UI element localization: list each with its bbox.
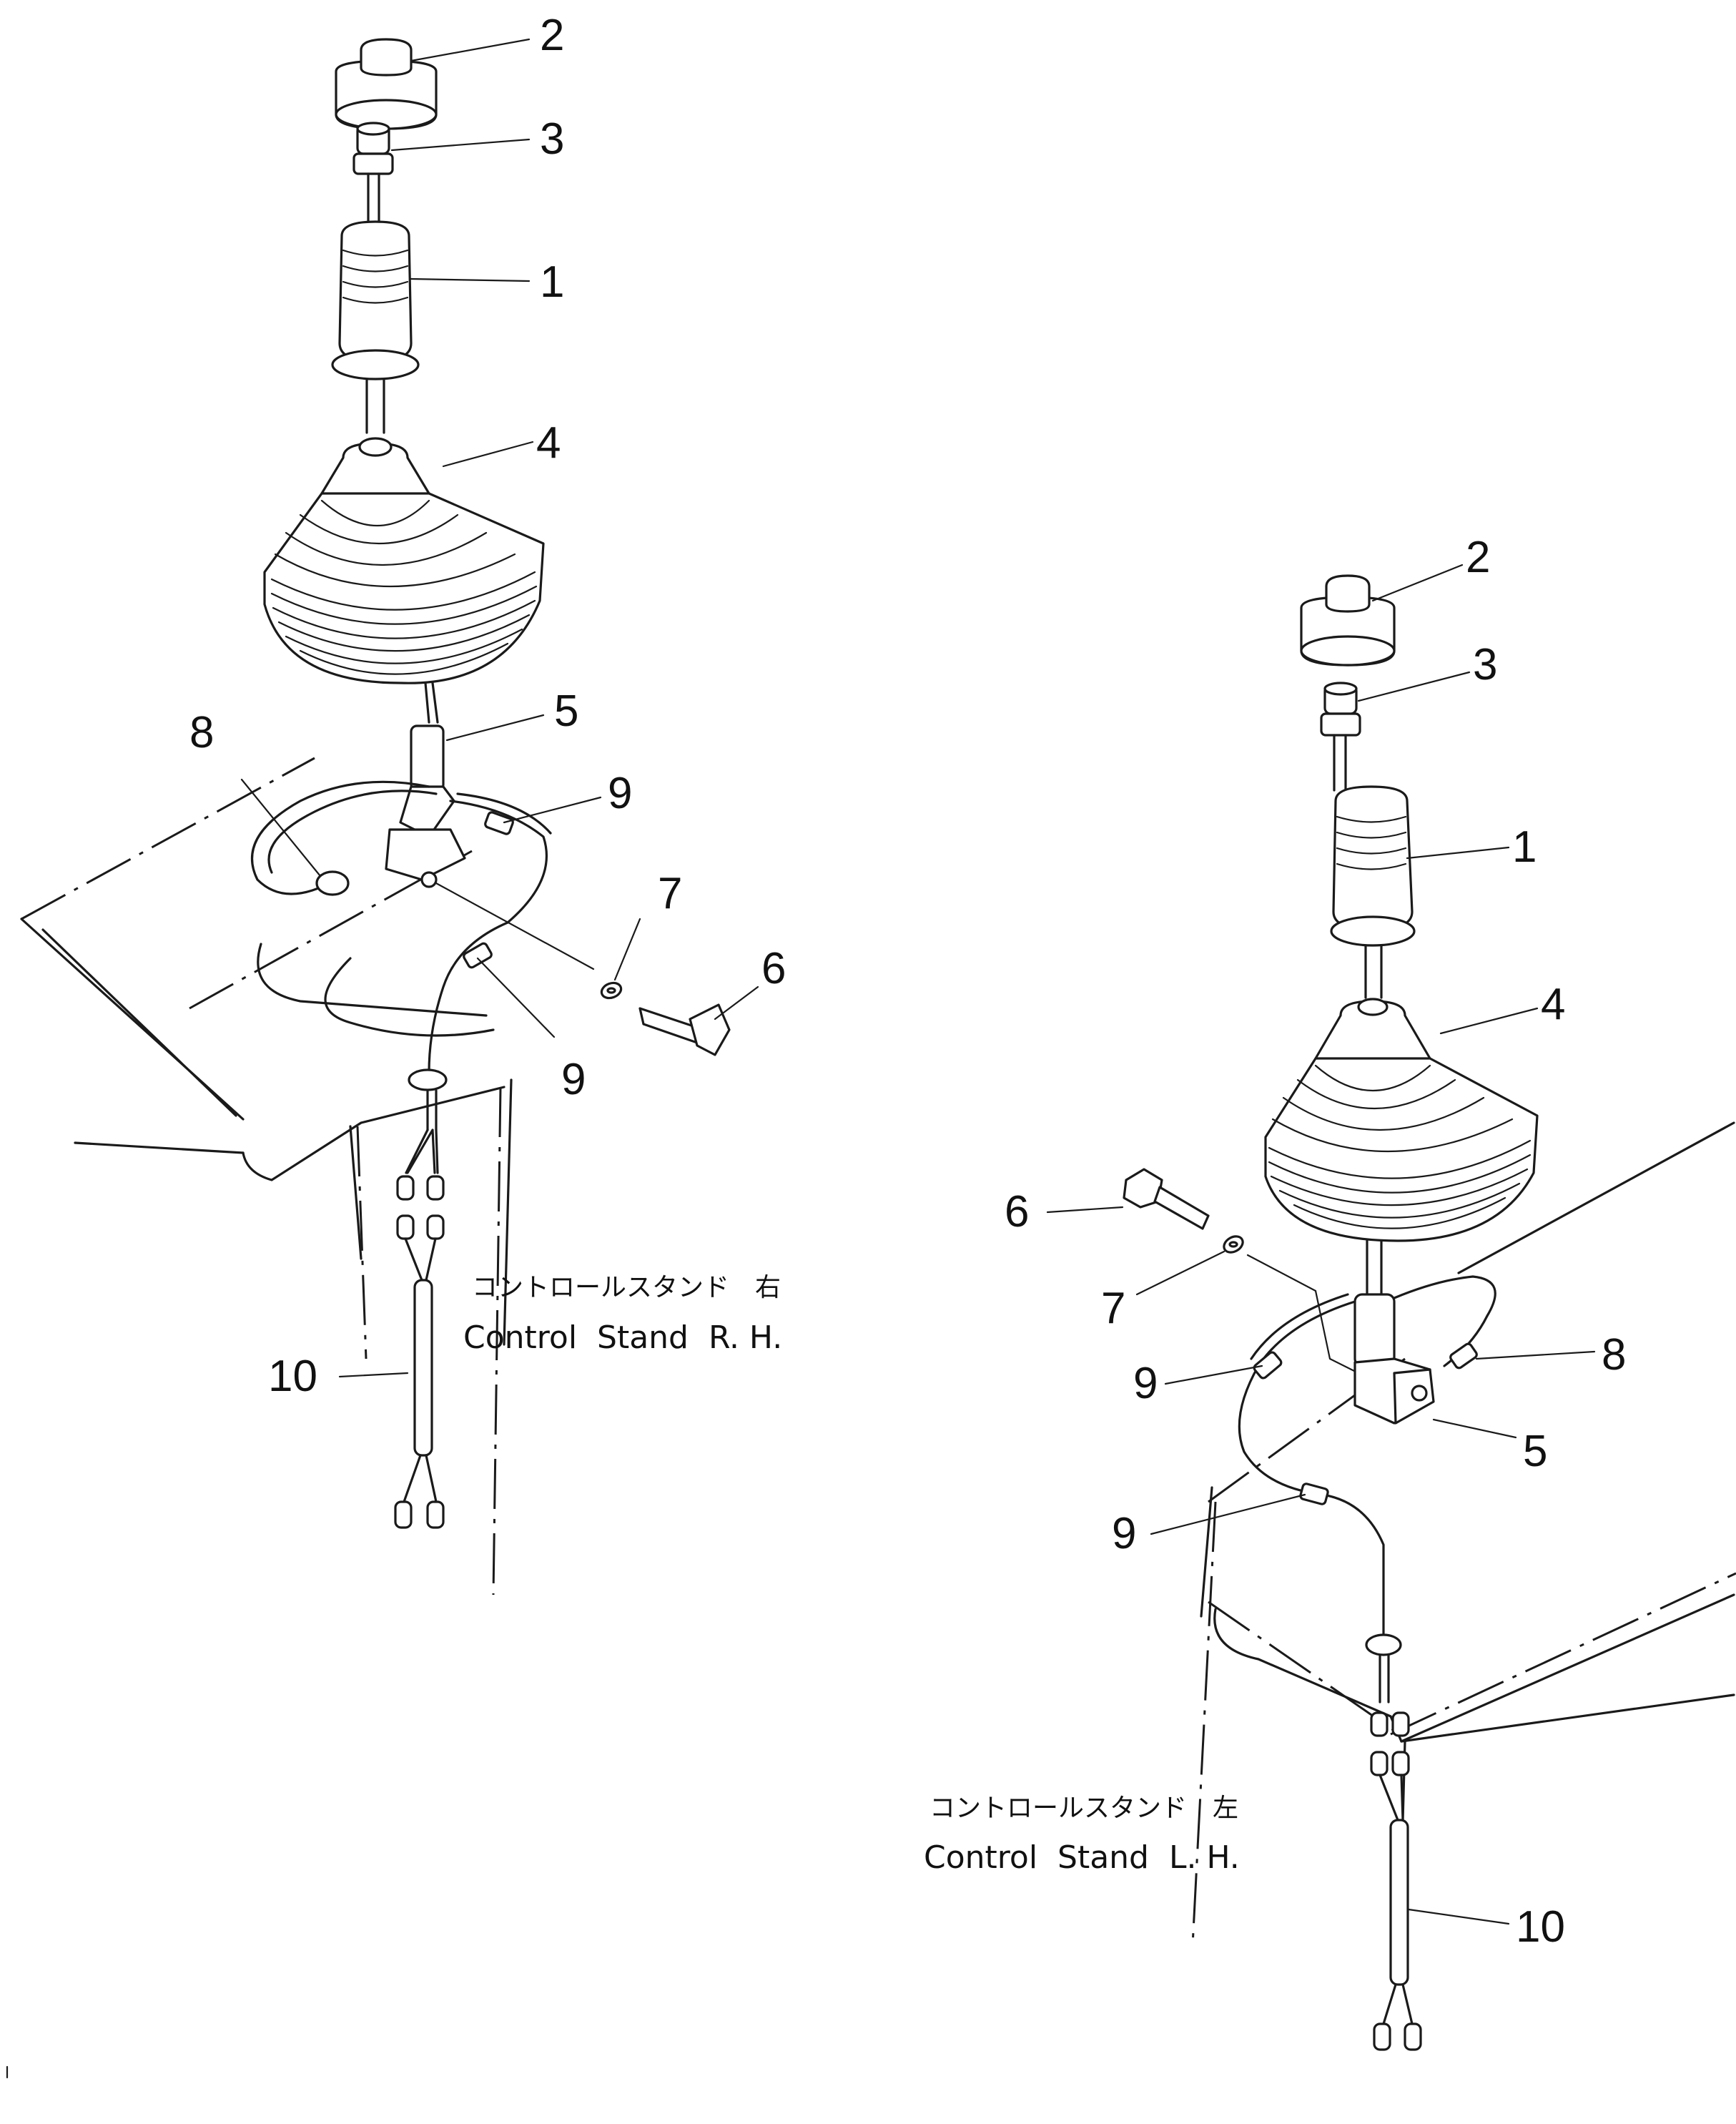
lh-part-5-lever-base [1353, 1239, 1435, 1425]
lh-console-outline [1191, 1121, 1736, 1946]
rh-part-6-bolt [638, 1003, 731, 1056]
rh-caption-en: Control Stand R. H. [463, 1319, 782, 1356]
rh-caption-jp: コントロールスタンド 右 [472, 1273, 781, 1302]
rh-callout-9b: 9 [561, 1055, 586, 1104]
rh-callout-7: 7 [658, 869, 682, 918]
lh-caption-jp: コントロールスタンド 左 [929, 1794, 1238, 1823]
rh-callouts: 2 3 1 4 5 9 8 7 6 9 10 [189, 11, 786, 1401]
rh-part-3-switch [352, 122, 394, 230]
lh-callout-9b: 9 [1112, 1509, 1136, 1558]
lh-callout-1: 1 [1512, 822, 1537, 872]
lh-callout-6: 6 [1005, 1187, 1029, 1236]
rh-callout-10: 10 [268, 1352, 317, 1401]
lh-part-4-boot [1264, 998, 1539, 1242]
rh-part-8-harness-loop [250, 780, 438, 896]
rh-callout-5: 5 [554, 687, 578, 736]
rh-callout-8: 8 [189, 708, 214, 757]
rh-callout-1: 1 [540, 257, 564, 307]
rh-part-2-cap [335, 38, 438, 130]
rh-part-10-connector [394, 1089, 445, 1529]
lh-part-9-clamps [1238, 1293, 1402, 1656]
lh-part-7-washer [1223, 1235, 1360, 1375]
lh-part-6-bolt [1123, 1168, 1210, 1230]
rh-callout-9: 9 [608, 769, 632, 818]
lh-caption-en: Control Stand L. H. [924, 1839, 1240, 1876]
rh-part-7-washer [435, 882, 623, 1000]
rh-part-4-boot [263, 437, 545, 684]
lh-callout-10: 10 [1516, 1902, 1565, 1952]
lh-part-3-switch [1320, 682, 1361, 792]
lh-callout-4: 4 [1541, 980, 1565, 1029]
lh-part-8-harness [1393, 1275, 1496, 1370]
lh-callout-5: 5 [1523, 1427, 1547, 1476]
lh-part-1-grip [1330, 785, 1416, 999]
right-hand-assembly: 2 3 1 4 5 9 8 7 6 9 10 コントロールスタンド 右 Cont… [20, 11, 786, 1596]
rh-callout-4: 4 [536, 418, 561, 468]
rh-part-5-lever-base [385, 682, 466, 888]
rh-part-9-clamps [408, 792, 552, 1091]
rh-callout-6: 6 [761, 944, 786, 993]
rh-callout-2: 2 [540, 11, 564, 60]
lh-part-10-connector [1370, 1653, 1422, 2051]
lh-callout-2: 2 [1466, 533, 1490, 582]
lh-callout-9: 9 [1133, 1359, 1158, 1408]
lh-leader-lines [1046, 564, 1596, 1925]
rh-part-1-grip [331, 220, 420, 434]
lh-part-2-cap [1300, 574, 1396, 667]
lh-callout-8: 8 [1602, 1330, 1626, 1380]
left-hand-assembly: 2 3 1 4 6 7 8 9 5 9 10 コントロールスタンド 左 Cont… [924, 533, 1736, 2051]
rh-callout-3: 3 [540, 114, 564, 164]
lh-callouts: 2 3 1 4 6 7 8 9 5 9 10 [1005, 533, 1626, 1952]
rh-leader-lines [240, 38, 759, 1378]
lh-callout-3: 3 [1473, 640, 1497, 689]
lh-callout-7: 7 [1101, 1284, 1125, 1333]
